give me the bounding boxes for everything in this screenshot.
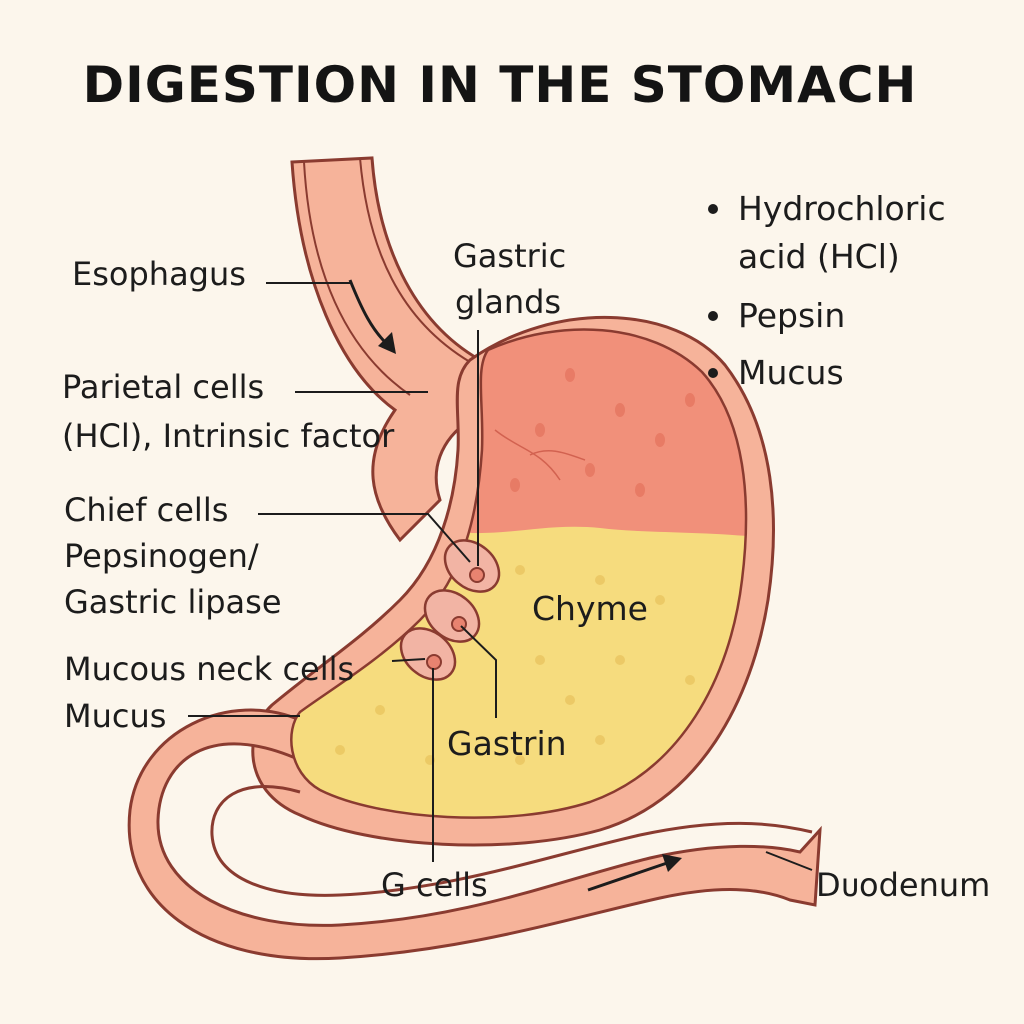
label-gastric-glands-2: glands — [455, 283, 561, 321]
label-chief-cells: Chief cells — [64, 491, 228, 529]
label-chief-secretion-2: Gastric lipase — [64, 583, 282, 621]
label-g-cells: G cells — [381, 866, 488, 904]
label-mucous-neck-cells: Mucous neck cells — [64, 650, 354, 688]
gland-cell-chief — [443, 539, 501, 593]
label-gastrin: Gastrin — [447, 724, 567, 763]
secretion-pepsin: Pepsin — [738, 296, 845, 335]
leader-lines — [188, 282, 813, 871]
label-mucus: Mucus — [64, 697, 166, 735]
flow-arrow-duodenum — [587, 854, 682, 892]
secretion-mucus: Mucus — [738, 353, 844, 392]
duodenum-tube — [127, 708, 822, 961]
bullet-icon — [708, 368, 718, 378]
label-parietal-cells: Parietal cells — [62, 368, 264, 406]
bullet-icon — [708, 204, 718, 214]
label-duodenum: Dᴜodenum — [816, 866, 990, 904]
bullet-icon — [708, 311, 718, 321]
label-chyme: Chyme — [532, 589, 648, 628]
gland-cell-g — [399, 627, 457, 681]
label-gastric-glands-1: Gastric — [453, 237, 566, 275]
label-esophagus: Esophagus — [72, 255, 246, 293]
page-title: DIGESTION IN THE STOMACH — [83, 56, 918, 114]
secretions-list: Hydrochloric acid (HCl) Pepsin Mucus — [708, 189, 946, 392]
flow-arrow-esophagus — [348, 279, 396, 354]
secretion-hcl-line1: Hydrochloric — [738, 189, 946, 228]
label-chief-secretion-1: Pepsinogen/ — [64, 537, 259, 575]
label-parietal-secretion: (HCl), Intrinsic factor — [62, 417, 395, 455]
secretion-hcl-line2: acid (HCl) — [738, 237, 900, 276]
